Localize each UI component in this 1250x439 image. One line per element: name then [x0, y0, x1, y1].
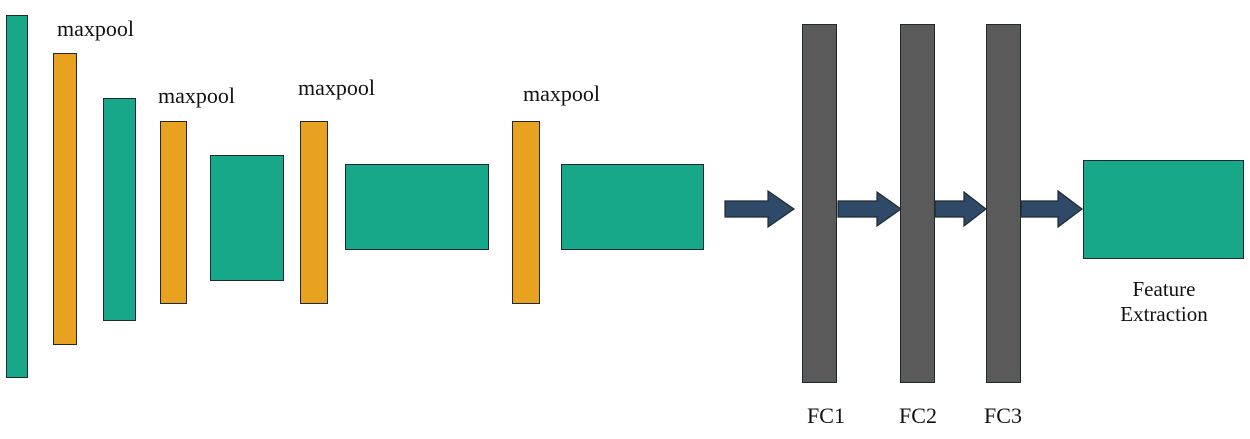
fc2-layer [900, 24, 935, 383]
feature-extraction-label-line1: Feature [1132, 277, 1196, 301]
conv-block-3 [210, 155, 284, 281]
maxpool-block-1 [53, 53, 77, 345]
maxpool-label-3: maxpool [298, 75, 375, 100]
maxpool-block-3 [300, 121, 328, 304]
conv-block-2 [103, 98, 136, 321]
maxpool-label-4: maxpool [523, 81, 600, 106]
arrow-to-fc1-icon [724, 189, 796, 229]
feature-extraction-block [1083, 160, 1244, 259]
fc1-layer [802, 24, 837, 383]
fc3-layer [986, 24, 1021, 383]
feature-extraction-label-line2: Extraction [1120, 302, 1208, 326]
fc1-label: FC1 [807, 403, 845, 428]
maxpool-block-4 [512, 121, 540, 304]
fc3-label: FC3 [984, 403, 1022, 428]
fc2-label: FC2 [899, 403, 937, 428]
maxpool-label-2: maxpool [158, 83, 235, 108]
conv-block-5 [561, 164, 704, 250]
maxpool-block-2 [160, 121, 187, 304]
arrow-fc2-to-fc3-icon [934, 190, 987, 228]
maxpool-label-1: maxpool [57, 16, 134, 41]
conv-block-4 [345, 164, 489, 250]
conv-block-1 [6, 15, 28, 378]
arrow-fc1-to-fc2-icon [837, 190, 903, 228]
arrow-fc3-to-output-icon [1020, 189, 1083, 229]
feature-extraction-label: Feature Extraction [1120, 277, 1207, 327]
